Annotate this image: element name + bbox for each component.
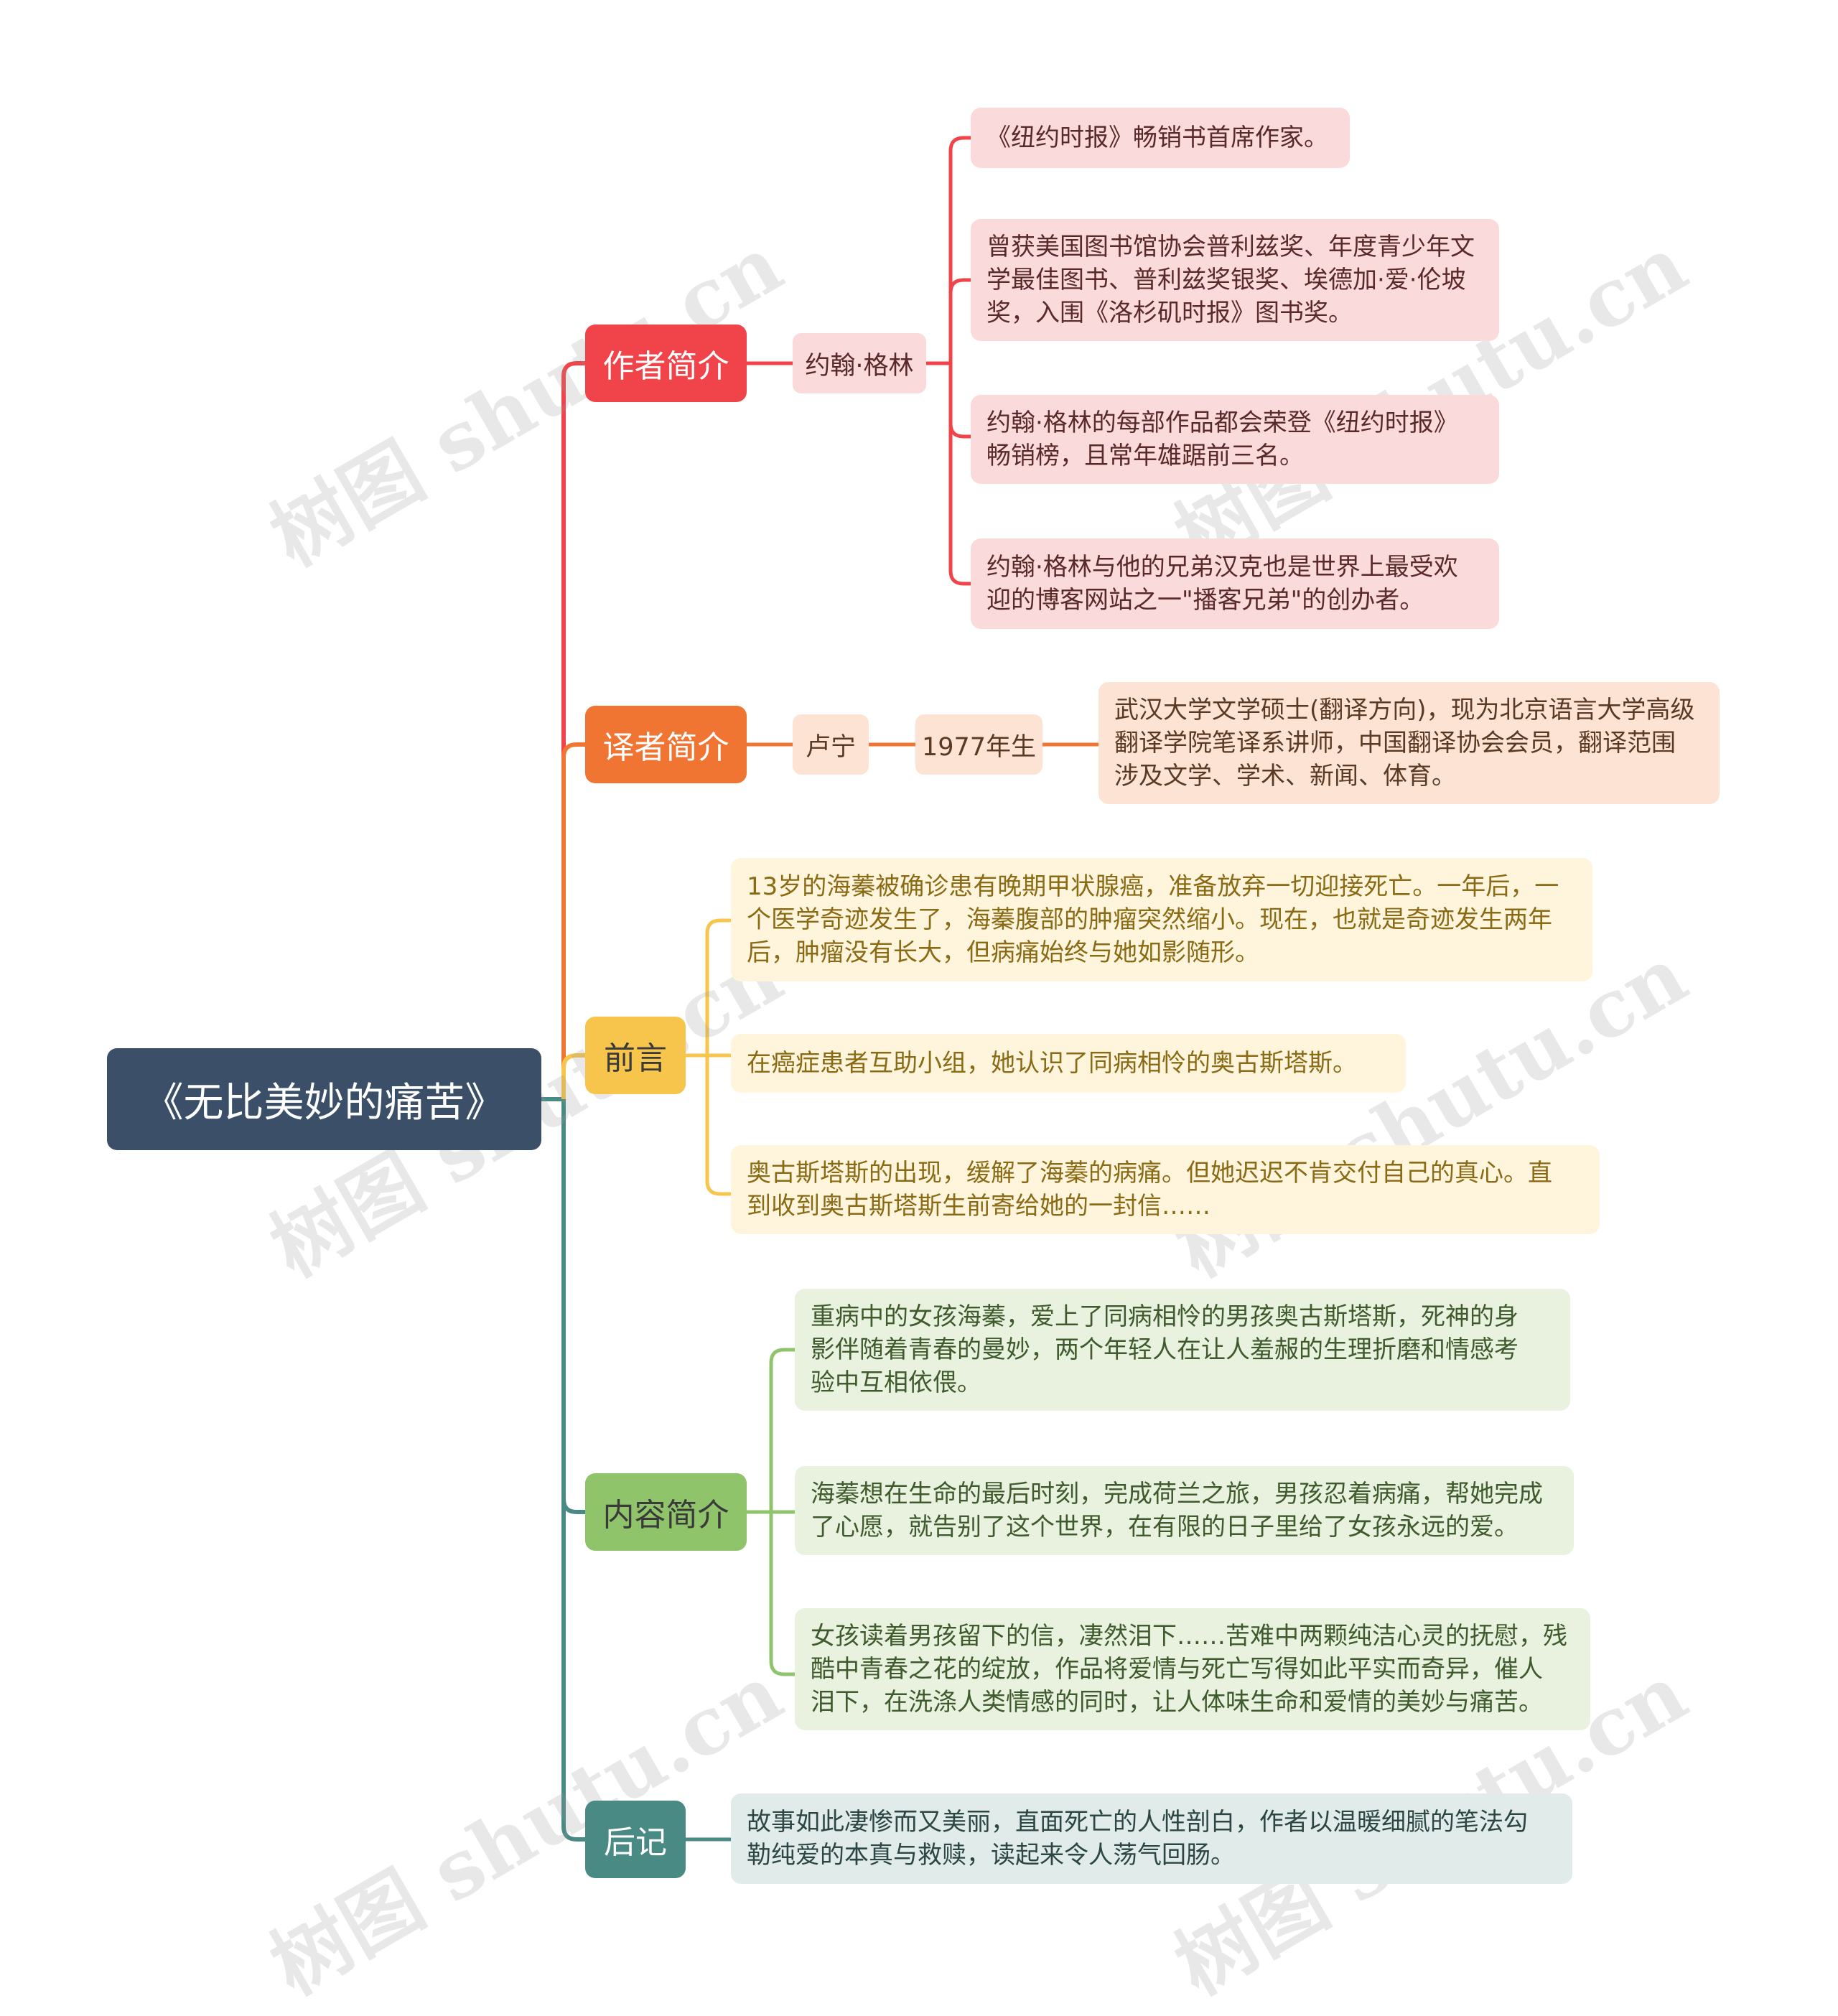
preface-item[interactable]: 奥古斯塔斯的出现，缓解了海蓁的病痛。但她迟迟不肯交付自己的真心。直到收到奥古斯塔…: [731, 1145, 1600, 1234]
author-item[interactable]: 曾获美国图书馆协会普利兹奖、年度青少年文学最佳图书、普利兹奖银奖、埃德加·爱·伦…: [971, 219, 1499, 341]
link-trunk-afterword: [561, 1099, 585, 1842]
summary-item[interactable]: 海蓁想在生命的最后时刻，完成荷兰之旅，男孩忍着病痛，帮她完成了心愿，就告别了这个…: [795, 1466, 1574, 1555]
author-name[interactable]: 约翰·格林: [793, 333, 926, 393]
translator-detail[interactable]: 武汉大学文学硕士(翻译方向)，现为北京语言大学高级翻译学院笔译系讲师，中国翻译协…: [1098, 682, 1720, 804]
summary-item[interactable]: 重病中的女孩海蓁，爱上了同病相怜的男孩奥古斯塔斯，死神的身影伴随着青春的曼妙，两…: [795, 1289, 1570, 1411]
link-preface-leaves: [686, 918, 731, 1196]
author-item[interactable]: 约翰·格林与他的兄弟汉克也是世界上最受欢迎的博客网站之一"播客兄弟"的创办者。: [971, 538, 1499, 629]
branch-afterword[interactable]: 后记: [585, 1801, 686, 1878]
author-item[interactable]: 《纽约时报》畅销书首席作家。: [971, 108, 1350, 168]
summary-item[interactable]: 女孩读着男孩留下的信，凄然泪下……苦难中两颗纯洁心灵的抚慰，残酷中青春之花的绽放…: [795, 1608, 1590, 1730]
afterword-detail[interactable]: 故事如此凄惨而又美丽，直面死亡的人性剖白，作者以温暖细腻的笔法勾勒纯爱的本真与救…: [731, 1793, 1572, 1884]
branch-translator[interactable]: 译者简介: [585, 706, 747, 783]
root-node[interactable]: 《无比美妙的痛苦》: [107, 1048, 541, 1150]
branch-preface[interactable]: 前言: [585, 1017, 686, 1094]
translator-name[interactable]: 卢宁: [793, 714, 869, 775]
translator-born[interactable]: 1977年生: [915, 714, 1042, 775]
link-trunk-summary: [561, 1099, 585, 1514]
preface-item[interactable]: 13岁的海蓁被确诊患有晚期甲状腺癌，准备放弃一切迎接死亡。一年后，一个医学奇迹发…: [731, 858, 1592, 981]
preface-item[interactable]: 在癌症患者互助小组，她认识了同病相怜的奥古斯塔斯。: [731, 1034, 1406, 1093]
branch-summary[interactable]: 内容简介: [585, 1473, 747, 1551]
branch-author[interactable]: 作者简介: [585, 325, 747, 402]
link-trunk-translator: [561, 742, 585, 1099]
author-item[interactable]: 约翰·格林的每部作品都会荣登《纽约时报》畅销榜，且常年雄踞前三名。: [971, 395, 1499, 484]
link-summary-leaves: [747, 1348, 795, 1676]
link-trunk-author: [561, 361, 585, 1099]
link-name-leaves: [926, 136, 971, 586]
link-trunk-preface: [561, 1053, 585, 1099]
